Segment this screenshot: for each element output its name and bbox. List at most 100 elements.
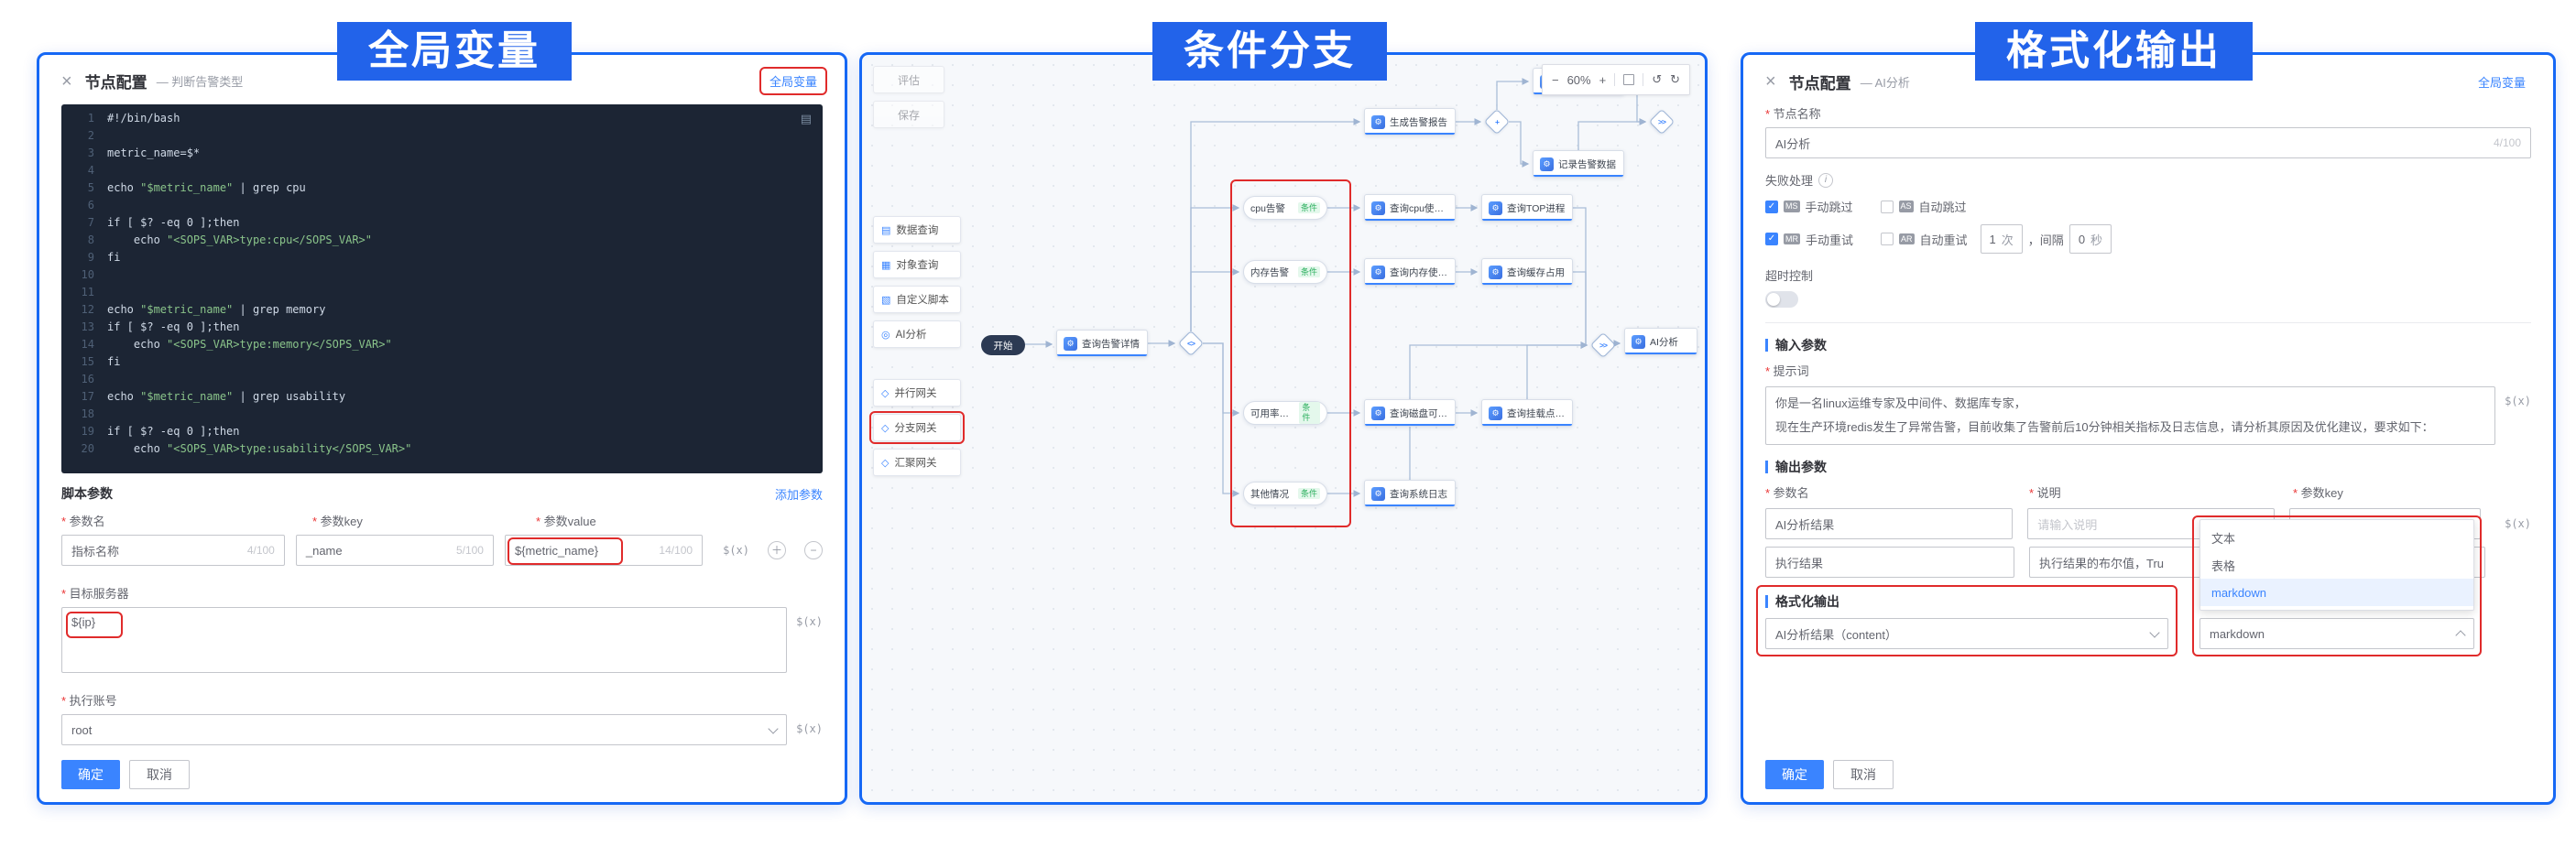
confirm-button[interactable]: 确定: [61, 760, 120, 789]
output-name-col-label: 参数名: [1765, 483, 2014, 501]
sidebar-item-data-query[interactable]: ▤数据查询: [873, 216, 961, 244]
flow-canvas[interactable]: 开始 ⚙查询告警详情 <> cpu告警条件内存告警条件可用率告警条件其他情况条件 ⚙查询…: [972, 60, 1700, 784]
timeout-toggle[interactable]: [1765, 291, 1798, 308]
param-name-col-label: 参数名: [61, 512, 301, 529]
flow-node-tp3[interactable]: ⚙记录告警数据: [1533, 150, 1624, 178]
output-name-input[interactable]: AI分析结果: [1765, 508, 2014, 539]
flow-node-c3[interactable]: 可用率告警条件: [1243, 401, 1327, 425]
plugin-icon: ⚙: [1371, 114, 1385, 129]
interval-input[interactable]: 0 秒: [2068, 224, 2112, 254]
plugin-icon: ⚙: [1371, 265, 1385, 279]
redo-icon[interactable]: ↻: [1670, 72, 1680, 86]
flow-node-t41[interactable]: ⚙查询系统日志: [1364, 480, 1456, 507]
canvas-tool-1[interactable]: 保存: [873, 101, 944, 128]
cancel-button[interactable]: 取消: [129, 760, 190, 789]
close-icon[interactable]: ×: [1765, 71, 1776, 92]
plugin-panel: ▤数据查询 ▦对象查询 ▧自定义脚本 ◎AI分析 ◇并行网关 ◇分支网关 ◇汇聚网关: [869, 216, 965, 476]
flow-node-t31[interactable]: ⚙查询磁盘可用率: [1364, 399, 1456, 427]
param-value-input[interactable]: ${metric_name} 14/100: [504, 535, 704, 566]
sidebar-item-ai-analysis[interactable]: ◎AI分析: [873, 320, 961, 348]
flow-node-c1[interactable]: cpu告警条件: [1243, 196, 1327, 220]
format-option-表格[interactable]: 表格: [2211, 559, 2236, 573]
dialog-title: 节点配置: [84, 74, 147, 92]
flow-node-c2[interactable]: 内存告警条件: [1243, 260, 1327, 284]
output-name-input[interactable]: 执行结果: [1765, 547, 2014, 578]
variable-icon[interactable]: $(x): [723, 544, 750, 557]
format-type-select[interactable]: markdown: [2199, 618, 2474, 649]
variable-icon[interactable]: $(x): [796, 722, 823, 735]
confirm-button[interactable]: 确定: [1765, 760, 1824, 789]
sidebar-item-object-query[interactable]: ▦对象查询: [873, 251, 961, 278]
flow-node-tp1[interactable]: ⚙生成告警报告: [1364, 108, 1456, 136]
condition-tag: 条件: [1299, 402, 1320, 424]
undo-icon[interactable]: ↺: [1652, 72, 1663, 86]
flow-node-g2[interactable]: >>: [1589, 331, 1617, 359]
exec-account-select[interactable]: root: [61, 714, 788, 745]
variable-icon[interactable]: $(x): [2505, 517, 2531, 530]
remove-row-icon[interactable]: −: [804, 541, 824, 559]
target-server-input[interactable]: ${ip}: [61, 607, 788, 673]
param-name-counter: 4/100: [246, 544, 275, 557]
zoom-out-button[interactable]: −: [1551, 72, 1559, 87]
format-option-文本[interactable]: 文本: [2211, 531, 2236, 546]
checkbox-checked[interactable]: [1765, 233, 1778, 245]
flow-node-start[interactable]: 开始: [981, 335, 1025, 355]
add-row-icon[interactable]: ＋: [768, 541, 787, 559]
zoom-in-button[interactable]: +: [1599, 72, 1607, 87]
fit-view-icon[interactable]: [1623, 74, 1635, 85]
flow-node-tai[interactable]: ⚙AI分析: [1624, 328, 1697, 355]
flow-node-t1[interactable]: ⚙查询告警详情: [1056, 330, 1148, 357]
mr-badge: MR: [1784, 233, 1800, 245]
gateway-icon: +: [1495, 117, 1500, 126]
plugin-icon: ⚙: [1632, 334, 1645, 349]
plugin-icon: ⚙: [1064, 336, 1077, 351]
variable-icon[interactable]: $(x): [796, 615, 823, 628]
global-variable-label: 全局变量: [769, 75, 817, 90]
param-key-input[interactable]: _name 5/100: [295, 535, 494, 566]
sidebar-item-converge-gateway[interactable]: ◇汇聚网关: [873, 449, 961, 476]
flow-node-g1[interactable]: <>: [1177, 330, 1205, 357]
format-option-markdown[interactable]: markdown: [2200, 579, 2473, 606]
exec-account-value: root: [71, 722, 93, 737]
checkbox-unchecked[interactable]: [1881, 233, 1894, 245]
flow-node-t11[interactable]: ⚙查询cpu使用详情: [1364, 194, 1456, 222]
editor-menu-icon[interactable]: ▤: [800, 111, 812, 125]
checkbox-unchecked[interactable]: [1880, 200, 1894, 213]
divider: [1765, 322, 2531, 323]
add-param-link[interactable]: 添加参数: [774, 487, 823, 502]
retry-count-input[interactable]: 1 次: [1980, 224, 2023, 254]
manual-retry-option[interactable]: MR 手动重试: [1765, 231, 1853, 248]
flow-node-t32[interactable]: ⚙查询挂载点状态: [1481, 399, 1573, 427]
auto-skip-option[interactable]: AS 自动跳过: [1880, 198, 1967, 215]
checkbox-checked[interactable]: [1765, 200, 1778, 213]
auto-retry-option[interactable]: AR 自动重试: [1881, 231, 1968, 248]
flow-node-t22[interactable]: ⚙查询缓存占用: [1481, 258, 1573, 286]
param-name-input[interactable]: 指标名称 4/100: [61, 535, 285, 566]
flow-node-c4[interactable]: 其他情况条件: [1243, 482, 1327, 505]
plugin-icon: ⚙: [1371, 201, 1385, 215]
flow-node-g3[interactable]: +: [1483, 108, 1511, 136]
cancel-button[interactable]: 取消: [1833, 760, 1894, 789]
global-variable-link[interactable]: 全局变量: [759, 67, 827, 96]
manual-skip-option[interactable]: MS 手动跳过: [1765, 198, 1853, 215]
timeout-label: 超时控制: [1765, 269, 1814, 283]
flow-node-t21[interactable]: ⚙查询内存使用详情: [1364, 258, 1456, 286]
node-name-label: 节点名称: [1765, 104, 2531, 122]
format-source-select[interactable]: AI分析结果（content）: [1765, 618, 2168, 649]
flow-node-t12[interactable]: ⚙查询TOP进程: [1481, 194, 1573, 222]
data-query-icon: ▤: [881, 224, 891, 236]
sidebar-item-branch-gateway[interactable]: ◇分支网关: [869, 411, 965, 444]
close-icon[interactable]: ×: [61, 70, 72, 92]
sidebar-item-parallel-gateway[interactable]: ◇并行网关: [873, 379, 961, 407]
global-variable-link[interactable]: 全局变量: [2472, 70, 2531, 93]
output-params-title: 输出参数: [1775, 460, 1827, 474]
node-name-input[interactable]: AI分析 4/100: [1765, 127, 2531, 158]
flow-node-g4[interactable]: >>: [1648, 108, 1675, 136]
sidebar-item-custom-script[interactable]: ▧自定义脚本: [873, 286, 961, 313]
prompt-textarea[interactable]: 你是一名linux运维专家及中间件、数据库专家， 现在生产环境redis发生了异…: [1765, 386, 2496, 445]
variable-icon[interactable]: $(x): [2505, 395, 2531, 407]
canvas-tool-0[interactable]: 评估: [873, 66, 944, 93]
